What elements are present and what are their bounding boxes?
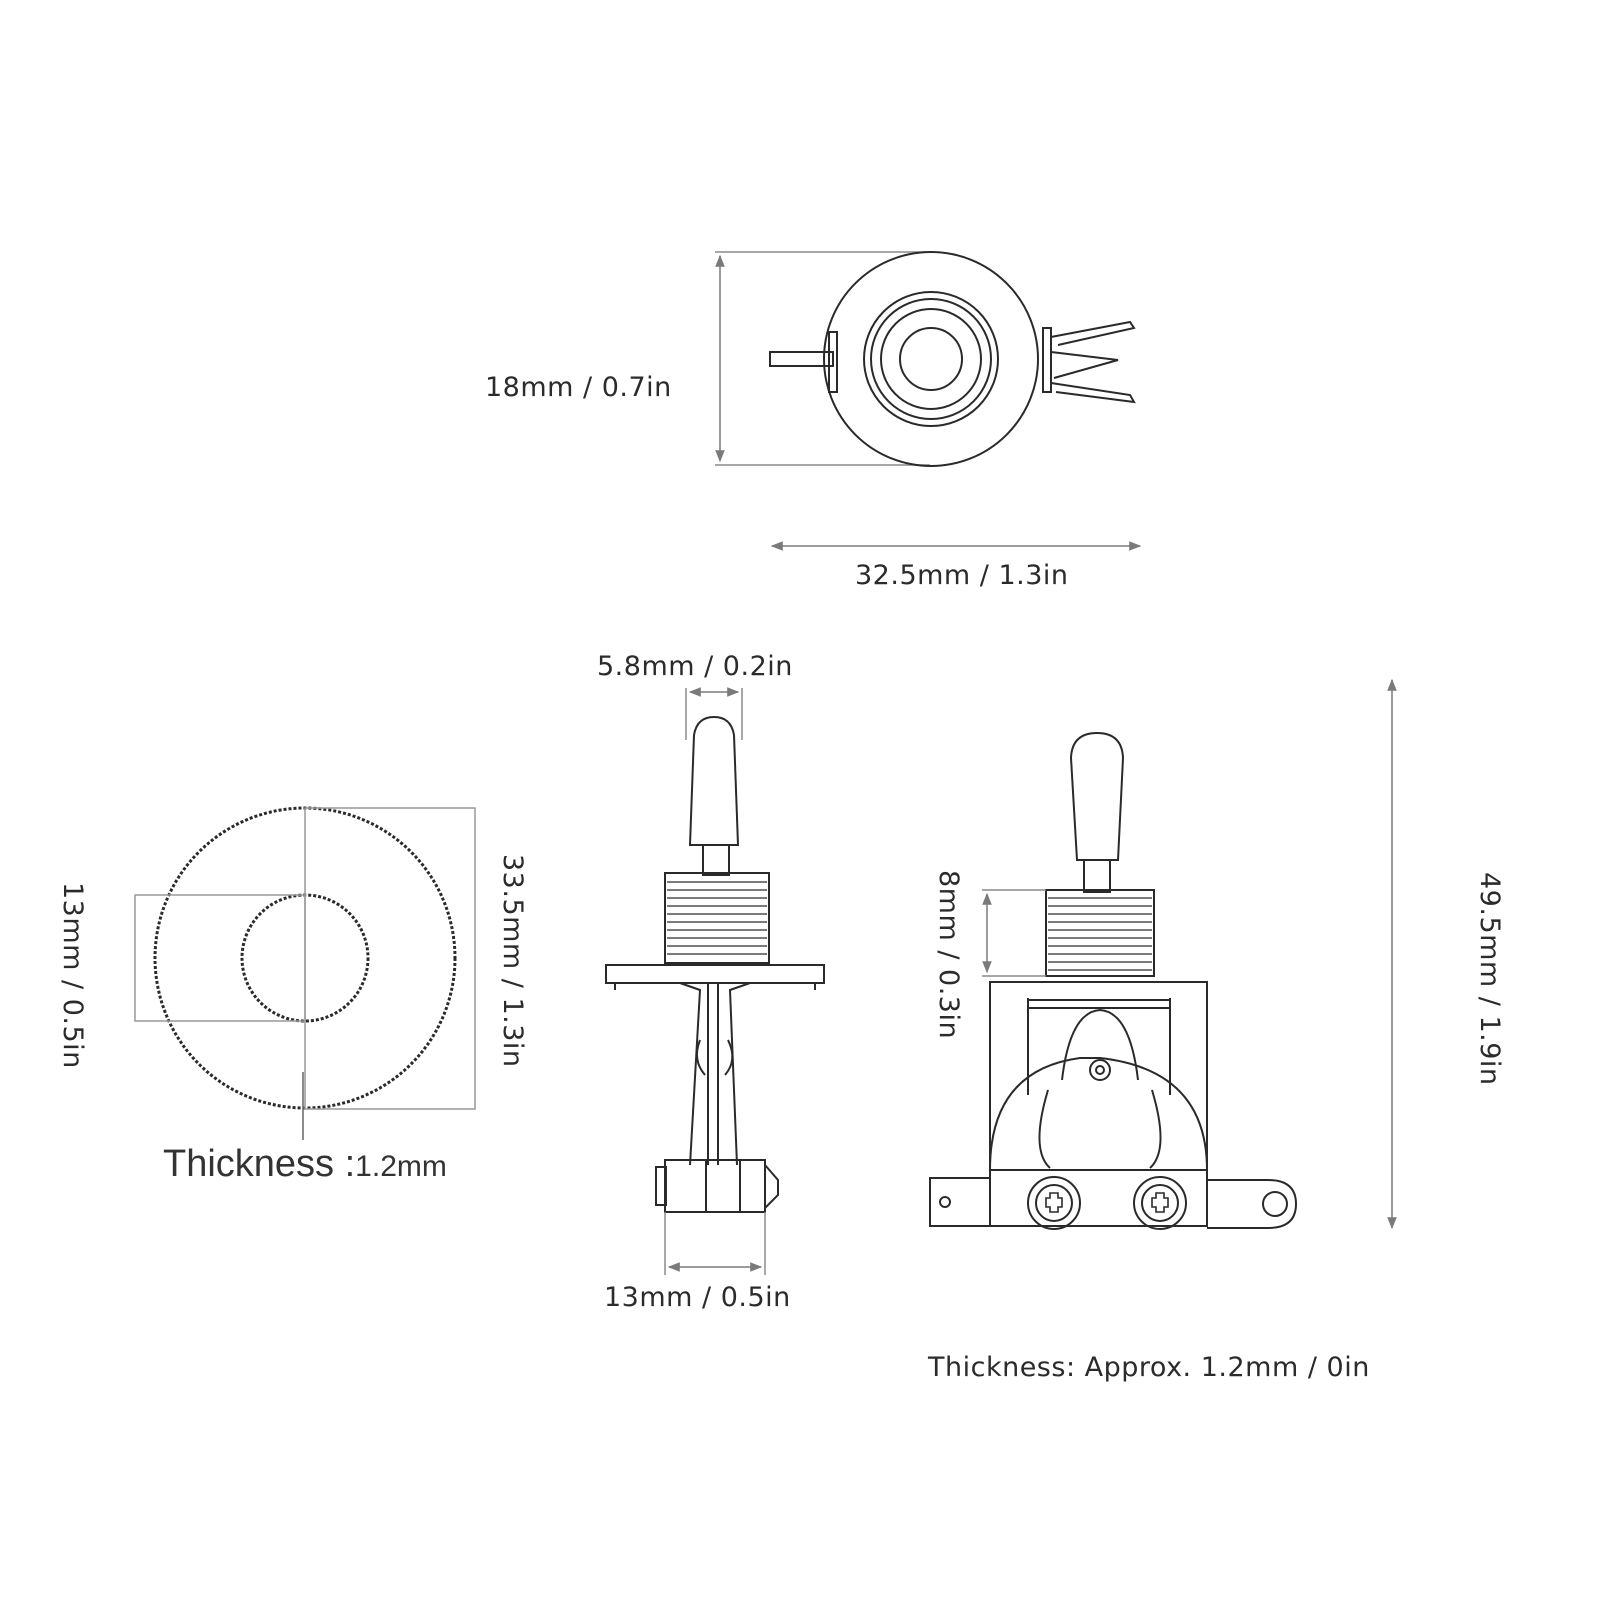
top-view-ring-4 xyxy=(899,327,963,391)
front-view-screw-left xyxy=(1027,1176,1081,1230)
front-view-pivot xyxy=(1089,1059,1111,1081)
front-view-arch xyxy=(989,1057,1208,1171)
washer-thickness-value: 1.2mm xyxy=(355,1150,447,1183)
side-view-lever-tip xyxy=(688,715,740,846)
side-view-tip-width-label: 5.8mm / 0.2in xyxy=(597,651,793,682)
front-view-lever-tip xyxy=(1069,731,1125,861)
side-view-bracket xyxy=(605,964,825,984)
side-view-bushing xyxy=(664,872,770,964)
front-view-screw-right xyxy=(1133,1176,1187,1230)
front-view-threads xyxy=(1048,897,1152,971)
front-view-left-lug xyxy=(929,1177,990,1227)
washer-thickness-prefix: Thickness : xyxy=(163,1143,356,1185)
side-view-bottom-block xyxy=(664,1159,766,1213)
top-view xyxy=(715,251,1142,551)
washer-thickness-label: Thickness :1.2mm xyxy=(163,1143,447,1186)
top-view-height-label: 18mm / 0.7in xyxy=(485,372,672,403)
side-view-inner-arm-right xyxy=(728,982,751,1166)
top-view-lug-upper xyxy=(1050,320,1136,346)
top-view-outer-circle xyxy=(823,251,1039,467)
side-view-inner-arm-left xyxy=(679,982,702,1166)
washer-inner-label: 13mm / 0.5in xyxy=(57,882,88,1069)
top-view-ring-3 xyxy=(880,308,982,410)
front-view-thread-height-label: 8mm / 0.3in xyxy=(933,870,964,1040)
side-view xyxy=(605,687,825,1275)
front-view-lever-shaft xyxy=(1083,859,1111,893)
front-view-thickness-note: Thickness: Approx. 1.2mm / 0in xyxy=(928,1352,1370,1383)
side-view-lever-shaft xyxy=(702,844,730,876)
top-view-ring-2 xyxy=(870,298,992,420)
top-view-width-label: 32.5mm / 1.3in xyxy=(855,560,1069,591)
top-view-lug-lower xyxy=(1050,382,1136,404)
front-view-cam xyxy=(1061,1008,1139,1081)
top-view-ring-1 xyxy=(863,291,999,427)
front-view-total-height-label: 49.5mm / 1.9in xyxy=(1474,872,1505,1086)
front-view-bushing xyxy=(1045,889,1155,977)
top-view-lever-stub xyxy=(769,351,834,367)
top-view-left-tab xyxy=(828,331,838,393)
side-view-threads xyxy=(667,881,767,955)
front-view-frame xyxy=(989,981,1208,1227)
top-view-lug-middle xyxy=(1050,351,1119,379)
washer-outer-dim-box xyxy=(304,807,476,1110)
washer-outer-label: 33.5mm / 1.3in xyxy=(497,854,528,1068)
side-view-bottom-width-label: 13mm / 0.5in xyxy=(604,1282,791,1313)
top-view-right-tab xyxy=(1042,327,1052,393)
washer-view xyxy=(134,806,476,1140)
front-view xyxy=(929,678,1397,1230)
front-view-right-lug xyxy=(1207,1179,1298,1229)
